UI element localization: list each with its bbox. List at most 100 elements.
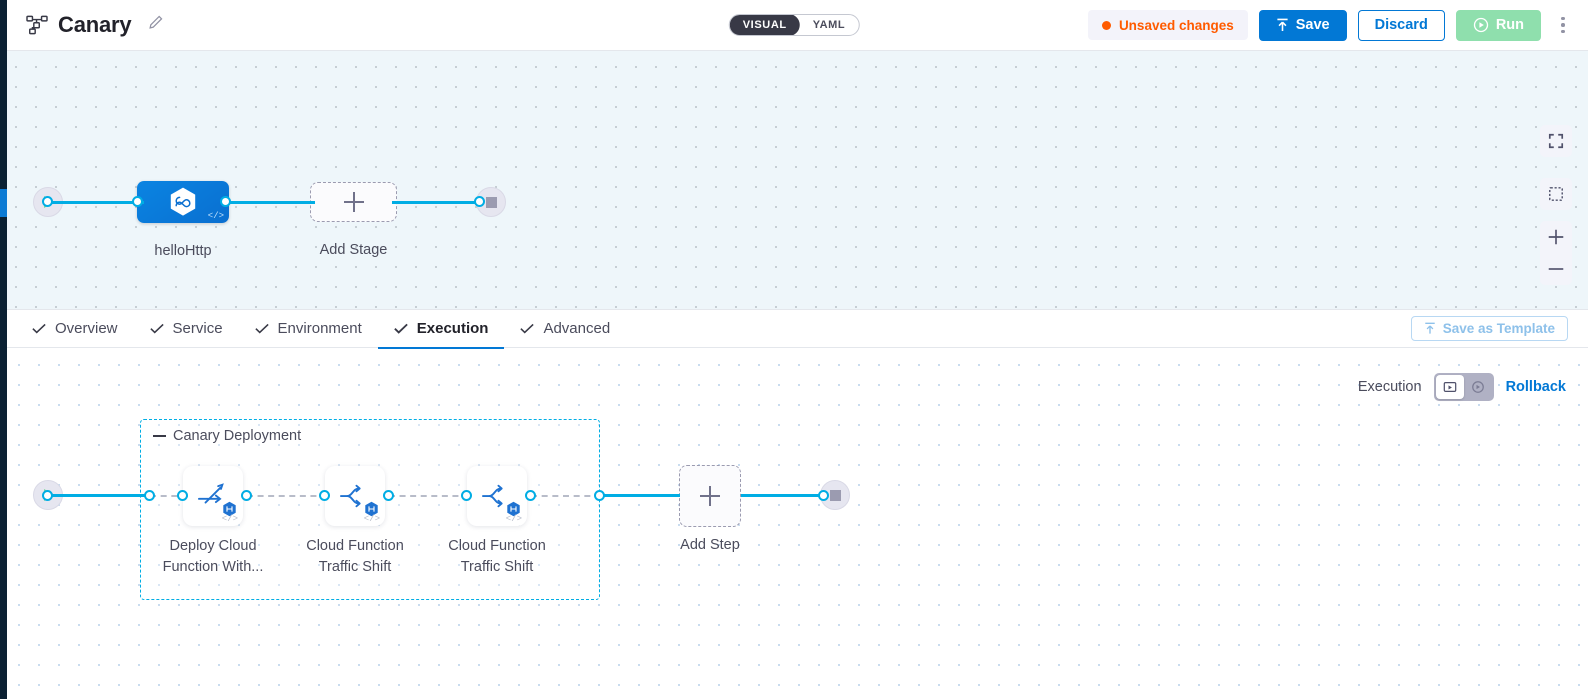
port-step1-out[interactable] xyxy=(241,490,252,501)
edge-group-to-addstep xyxy=(600,494,680,497)
port-stage-out[interactable] xyxy=(220,196,231,207)
edge-start-to-group xyxy=(52,494,150,497)
save-button-label: Save xyxy=(1295,17,1330,33)
port-group-out[interactable] xyxy=(594,490,605,501)
port-step2-out[interactable] xyxy=(383,490,394,501)
port-exec-end-in[interactable] xyxy=(818,490,829,501)
stop-icon xyxy=(485,196,497,208)
pipeline-config-tabs: Overview Service Environment Execution A… xyxy=(0,309,1588,349)
tab-overview[interactable]: Overview xyxy=(16,309,134,348)
add-step-label: Add Step xyxy=(680,537,740,553)
port-step3-out[interactable] xyxy=(525,490,536,501)
canvas-fit-control[interactable] xyxy=(1540,178,1572,210)
zoom-in-icon[interactable] xyxy=(1540,221,1572,253)
canvas-fullscreen-control[interactable] xyxy=(1540,125,1572,157)
step-node-deploy-cloud-function[interactable]: </> xyxy=(183,466,243,526)
pencil-icon[interactable] xyxy=(141,14,164,36)
code-glyph-icon: </> xyxy=(207,211,224,221)
traffic-shift-icon xyxy=(340,484,361,508)
execution-toolbar: Execution Rollback xyxy=(1358,373,1566,401)
run-button-label: Run xyxy=(1495,17,1524,33)
port-step2-in[interactable] xyxy=(319,490,330,501)
unsaved-changes-label: Unsaved changes xyxy=(1118,17,1234,33)
stage-node-hellohttp[interactable]: </> xyxy=(137,181,229,223)
app-header: Canary VISUAL YAML Unsaved changes xyxy=(0,0,1588,51)
check-icon xyxy=(32,323,46,334)
port-end-in[interactable] xyxy=(474,196,485,207)
deploy-cloud-function-icon xyxy=(198,483,224,504)
traffic-shift-icon xyxy=(482,484,503,508)
harness-hexagon-icon xyxy=(170,187,196,216)
harness-hex-badge xyxy=(222,501,237,517)
port-step3-in[interactable] xyxy=(461,490,472,501)
step-node-traffic-shift-2[interactable]: </> xyxy=(467,466,527,526)
header-actions: Unsaved changes Save Discard Run xyxy=(1087,9,1574,41)
port-group-in[interactable] xyxy=(144,490,155,501)
rollback-link[interactable]: Rollback xyxy=(1505,379,1566,395)
step-node-label: Cloud Function Traffic Shift xyxy=(448,538,546,576)
discard-button-label: Discard xyxy=(1374,17,1428,33)
collapse-icon[interactable] xyxy=(153,435,166,437)
execution-canvas[interactable]: Canary Deployment </> xyxy=(0,348,1588,699)
stage-canvas[interactable]: </> helloHttp Add Stage xyxy=(0,51,1588,309)
stop-icon xyxy=(829,489,841,501)
upload-icon xyxy=(1277,18,1288,32)
pipeline-icon xyxy=(26,15,48,35)
fit-to-screen-icon[interactable] xyxy=(1540,178,1572,210)
save-as-template-button[interactable]: Save as Template xyxy=(1410,316,1568,341)
code-glyph-icon: </> xyxy=(221,514,238,524)
code-glyph-icon: </> xyxy=(363,514,380,524)
tab-overview-label: Overview xyxy=(55,320,118,337)
execution-mode-toggle[interactable] xyxy=(1433,373,1494,401)
left-nav-rail xyxy=(0,0,7,699)
play-circle-icon xyxy=(1473,17,1488,33)
tab-service[interactable]: Service xyxy=(134,309,239,348)
stage-node-label: helloHttp xyxy=(154,243,212,259)
port-stage-in[interactable] xyxy=(132,196,143,207)
execution-label: Execution xyxy=(1357,379,1422,395)
edge-addstage-to-end xyxy=(392,201,482,204)
add-step-button[interactable] xyxy=(679,465,741,527)
check-icon xyxy=(520,323,535,334)
code-glyph-icon: </> xyxy=(505,514,522,524)
rollback-view-icon[interactable] xyxy=(1464,375,1492,399)
tab-execution[interactable]: Execution xyxy=(377,309,505,349)
tab-visual[interactable]: VISUAL xyxy=(729,15,800,35)
harness-hex-badge xyxy=(506,501,521,517)
kebab-menu-icon[interactable] xyxy=(1552,10,1574,40)
harness-hex-badge xyxy=(364,501,379,517)
add-stage-label: Add Stage xyxy=(319,242,388,258)
edge-start-to-stage xyxy=(52,201,144,204)
canvas-zoom-control[interactable] xyxy=(1540,221,1572,285)
tab-environment[interactable]: Environment xyxy=(239,309,378,348)
step-node-traffic-shift-1[interactable]: </> xyxy=(325,466,385,526)
execution-view-icon[interactable] xyxy=(1435,375,1464,399)
fullscreen-icon[interactable] xyxy=(1540,125,1572,157)
tab-service-label: Service xyxy=(172,320,223,337)
save-as-template-label: Save as Template xyxy=(1442,321,1555,336)
edge-step2-to-step3 xyxy=(389,495,469,497)
edge-addstep-to-end xyxy=(741,494,824,497)
status-dot-icon xyxy=(1101,20,1111,30)
zoom-out-icon[interactable] xyxy=(1540,253,1572,285)
view-mode-toggle[interactable]: VISUAL YAML xyxy=(728,14,860,36)
port-start-out[interactable] xyxy=(42,196,53,207)
edge-stage-to-addstage xyxy=(225,201,315,204)
tab-execution-label: Execution xyxy=(416,320,489,337)
tab-advanced[interactable]: Advanced xyxy=(504,309,626,348)
port-exec-start-out[interactable] xyxy=(42,490,53,501)
step-group-title: Canary Deployment xyxy=(153,428,301,444)
step-node-label: Deploy Cloud Function With... xyxy=(162,538,264,576)
tab-advanced-label: Advanced xyxy=(543,320,611,337)
discard-button[interactable]: Discard xyxy=(1357,9,1445,41)
check-icon xyxy=(254,323,269,334)
port-step1-in[interactable] xyxy=(177,490,188,501)
tab-yaml[interactable]: YAML xyxy=(812,19,846,31)
check-icon xyxy=(149,323,164,334)
add-stage-button[interactable] xyxy=(310,182,397,222)
status-badge-unsaved: Unsaved changes xyxy=(1087,10,1248,40)
save-button[interactable]: Save xyxy=(1258,9,1347,41)
step-node-label: Cloud Function Traffic Shift xyxy=(306,538,404,576)
run-button[interactable]: Run xyxy=(1455,9,1541,41)
